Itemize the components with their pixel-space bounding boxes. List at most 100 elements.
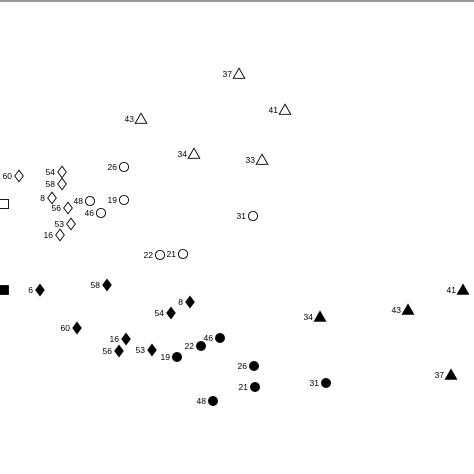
open-diamond-marker — [14, 169, 24, 183]
filled-square-marker — [0, 285, 9, 295]
data-point-filled-circle-22: 22 — [185, 340, 206, 351]
open-circle-marker — [154, 249, 166, 261]
point-label: 19 — [161, 352, 171, 362]
open-diamond-marker — [57, 177, 67, 191]
point-label: 46 — [204, 333, 214, 343]
data-point-filled-triangle-34: 34 — [304, 310, 327, 322]
data-point-open-circle-19: 19 — [108, 194, 130, 206]
point-label: 21 — [239, 382, 249, 392]
point-label: 26 — [238, 361, 248, 371]
open-triangle-marker — [278, 103, 292, 115]
filled-triangle-marker — [401, 303, 415, 315]
data-point-open-circle-22: 22 — [144, 249, 166, 261]
point-label: 54 — [46, 167, 56, 177]
data-point-filled-diamond-58: 58 — [91, 278, 112, 292]
data-point-filled-circle-46: 46 — [204, 332, 225, 343]
data-point-open-triangle-34: 34 — [178, 147, 201, 159]
point-label: 16 — [44, 230, 54, 240]
data-point-filled-diamond-53: 53 — [136, 343, 157, 357]
data-point-open-diamond-58: 58 — [46, 177, 67, 191]
open-diamond-marker — [63, 201, 73, 215]
filled-circle-marker — [214, 332, 225, 343]
open-triangle-marker — [187, 147, 201, 159]
data-point-filled-triangle-43: 43 — [392, 303, 415, 315]
point-label: 54 — [155, 308, 165, 318]
point-label: 22 — [185, 341, 195, 351]
filled-diamond-marker — [121, 332, 131, 346]
open-circle-marker — [118, 161, 130, 173]
open-triangle-marker — [255, 153, 269, 165]
point-label: 16 — [110, 334, 120, 344]
point-label: 60 — [3, 171, 13, 181]
data-point-filled-square-0 — [0, 285, 9, 295]
point-label: 31 — [237, 211, 247, 221]
data-point-open-diamond-8: 8 — [40, 191, 57, 205]
filled-circle-marker — [207, 395, 218, 406]
data-point-filled-diamond-60: 60 — [61, 321, 82, 335]
open-square-marker — [0, 199, 9, 209]
data-point-filled-diamond-54: 54 — [155, 306, 176, 320]
point-label: 48 — [74, 196, 84, 206]
open-circle-marker — [247, 210, 259, 222]
data-point-open-circle-21: 21 — [167, 248, 189, 260]
data-point-filled-circle-31: 31 — [310, 377, 331, 388]
point-label: 56 — [52, 203, 62, 213]
point-label: 34 — [304, 312, 314, 322]
point-label: 46 — [85, 208, 95, 218]
filled-triangle-marker — [313, 310, 327, 322]
point-label: 33 — [246, 155, 256, 165]
filled-circle-marker — [171, 351, 182, 362]
point-label: 8 — [40, 193, 45, 203]
data-point-filled-triangle-41: 41 — [447, 283, 470, 295]
open-circle-marker — [95, 207, 107, 219]
point-label: 43 — [392, 305, 402, 315]
point-label: 37 — [223, 69, 233, 79]
filled-triangle-marker — [444, 368, 458, 380]
open-diamond-marker — [47, 191, 57, 205]
data-point-open-triangle-33: 33 — [246, 153, 269, 165]
data-point-open-circle-31: 31 — [237, 210, 259, 222]
open-circle-marker — [84, 195, 96, 207]
data-point-filled-circle-48: 48 — [197, 395, 218, 406]
data-point-open-triangle-37: 37 — [223, 67, 246, 79]
data-point-open-diamond-53: 53 — [55, 217, 76, 231]
point-label: 26 — [108, 162, 118, 172]
data-point-open-circle-46: 46 — [85, 207, 107, 219]
point-label: 41 — [269, 105, 279, 115]
data-point-filled-circle-26: 26 — [238, 360, 259, 371]
data-point-open-triangle-43: 43 — [125, 112, 148, 124]
data-point-open-circle-26: 26 — [108, 161, 130, 173]
filled-diamond-marker — [102, 278, 112, 292]
point-label: 8 — [178, 297, 183, 307]
data-point-open-triangle-41: 41 — [269, 103, 292, 115]
filled-triangle-marker — [456, 283, 470, 295]
point-label: 53 — [55, 219, 65, 229]
open-triangle-marker — [134, 112, 148, 124]
filled-circle-marker — [249, 381, 260, 392]
filled-diamond-marker — [147, 343, 157, 357]
open-diamond-marker — [57, 165, 67, 179]
filled-diamond-marker — [114, 344, 124, 358]
point-label: 22 — [144, 250, 154, 260]
point-label: 37 — [435, 370, 445, 380]
filled-diamond-marker — [185, 295, 195, 309]
data-point-open-circle-48: 48 — [74, 195, 96, 207]
data-point-open-diamond-54: 54 — [46, 165, 67, 179]
data-point-filled-circle-19: 19 — [161, 351, 182, 362]
point-label: 34 — [178, 149, 188, 159]
open-diamond-marker — [55, 228, 65, 242]
data-point-filled-diamond-56: 56 — [103, 344, 124, 358]
open-circle-marker — [118, 194, 130, 206]
point-label: 58 — [46, 179, 56, 189]
filled-diamond-marker — [72, 321, 82, 335]
data-point-open-diamond-56: 56 — [52, 201, 73, 215]
open-diamond-marker — [66, 217, 76, 231]
data-point-filled-triangle-37: 37 — [435, 368, 458, 380]
point-label: 31 — [310, 378, 320, 388]
filled-circle-marker — [320, 377, 331, 388]
filled-diamond-marker — [166, 306, 176, 320]
filled-circle-marker — [195, 340, 206, 351]
point-label: 19 — [108, 195, 118, 205]
